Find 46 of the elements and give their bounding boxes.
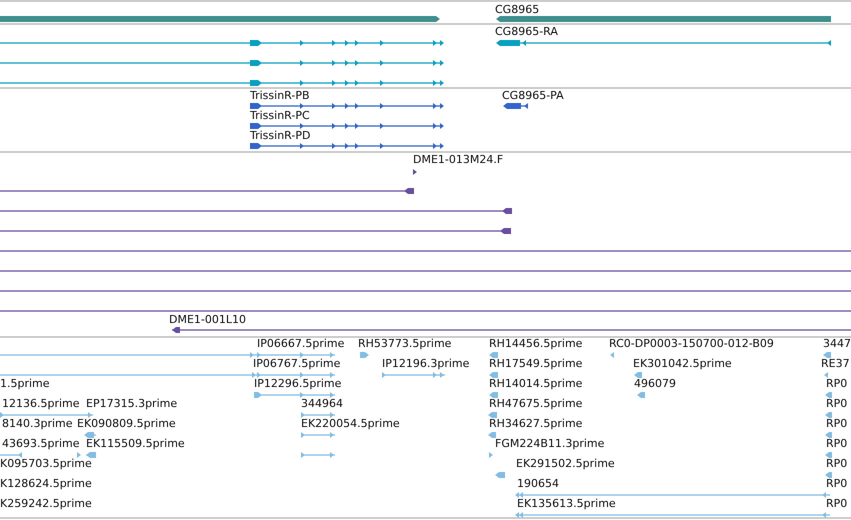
feature-label: IP06667.5prime [257, 337, 344, 351]
feature-label: CG8965 [495, 3, 540, 17]
feature-label: CG8965-PA [502, 89, 564, 103]
feature-label: RH47675.5prime [489, 397, 582, 411]
feature-label: RP0 [826, 417, 848, 431]
feature-label: DME1-013M24.F [413, 153, 504, 167]
feature-label: 344964 [301, 397, 343, 411]
feature-label: RP0 [826, 477, 848, 491]
feature-label: K259242.5prime [0, 497, 92, 511]
feature-label: RH53773.5prime [358, 337, 452, 351]
feature-label: EK301042.5prime [633, 357, 732, 371]
feature-label: RP0 [826, 397, 848, 411]
feature-label: IP12196.3prime [382, 357, 470, 371]
feature-label: RH14456.5prime [489, 337, 582, 351]
feature-label: RH34627.5prime [489, 417, 582, 431]
feature-label: EK135613.5prime [517, 497, 616, 511]
feature-label: EK115509.5prime [86, 437, 185, 451]
feature-label: RP0 [826, 437, 848, 451]
feature-label: 43693.5prime [2, 437, 80, 451]
feature-label: RC0-DP0003-150700-012-B09 [609, 337, 774, 351]
feature-label: 12136.5prime [2, 397, 80, 411]
feature-label: TrissinR-PB [250, 89, 310, 103]
feature-label: EP17315.3prime [86, 397, 178, 411]
feature-label: RH17549.5prime [489, 357, 582, 371]
feature-label: EK220054.5prime [301, 417, 400, 431]
feature-label: K095703.5prime [0, 457, 92, 471]
feature-label: TrissinR-PC [250, 109, 310, 123]
feature-label: RH14014.5prime [489, 377, 582, 391]
feature-label: IP12296.5prime [254, 377, 342, 391]
feature-label: 1.5prime [0, 377, 50, 391]
feature-label: RP0 [826, 457, 848, 471]
feature-label: FGM224B11.3prime [495, 437, 604, 451]
feature-label: RP0 [826, 497, 848, 511]
feature-label: TrissinR-PD [250, 129, 310, 143]
feature-label: CG8965-RA [495, 25, 558, 39]
feature-label: EK090809.5prime [77, 417, 176, 431]
feature-label: 3447 [823, 337, 851, 351]
feature-label: RE37 [821, 357, 850, 371]
feature-label: 190654 [517, 477, 559, 491]
feature-label: K128624.5prime [0, 477, 92, 491]
feature-label: RP0 [826, 377, 848, 391]
feature-label: EK291502.5prime [516, 457, 615, 471]
feature-label: IP06767.5prime [253, 357, 340, 371]
feature-label: DME1-001L10 [169, 313, 246, 327]
feature-label: 8140.3prime [2, 417, 73, 431]
feature-label: 496079 [634, 377, 676, 391]
